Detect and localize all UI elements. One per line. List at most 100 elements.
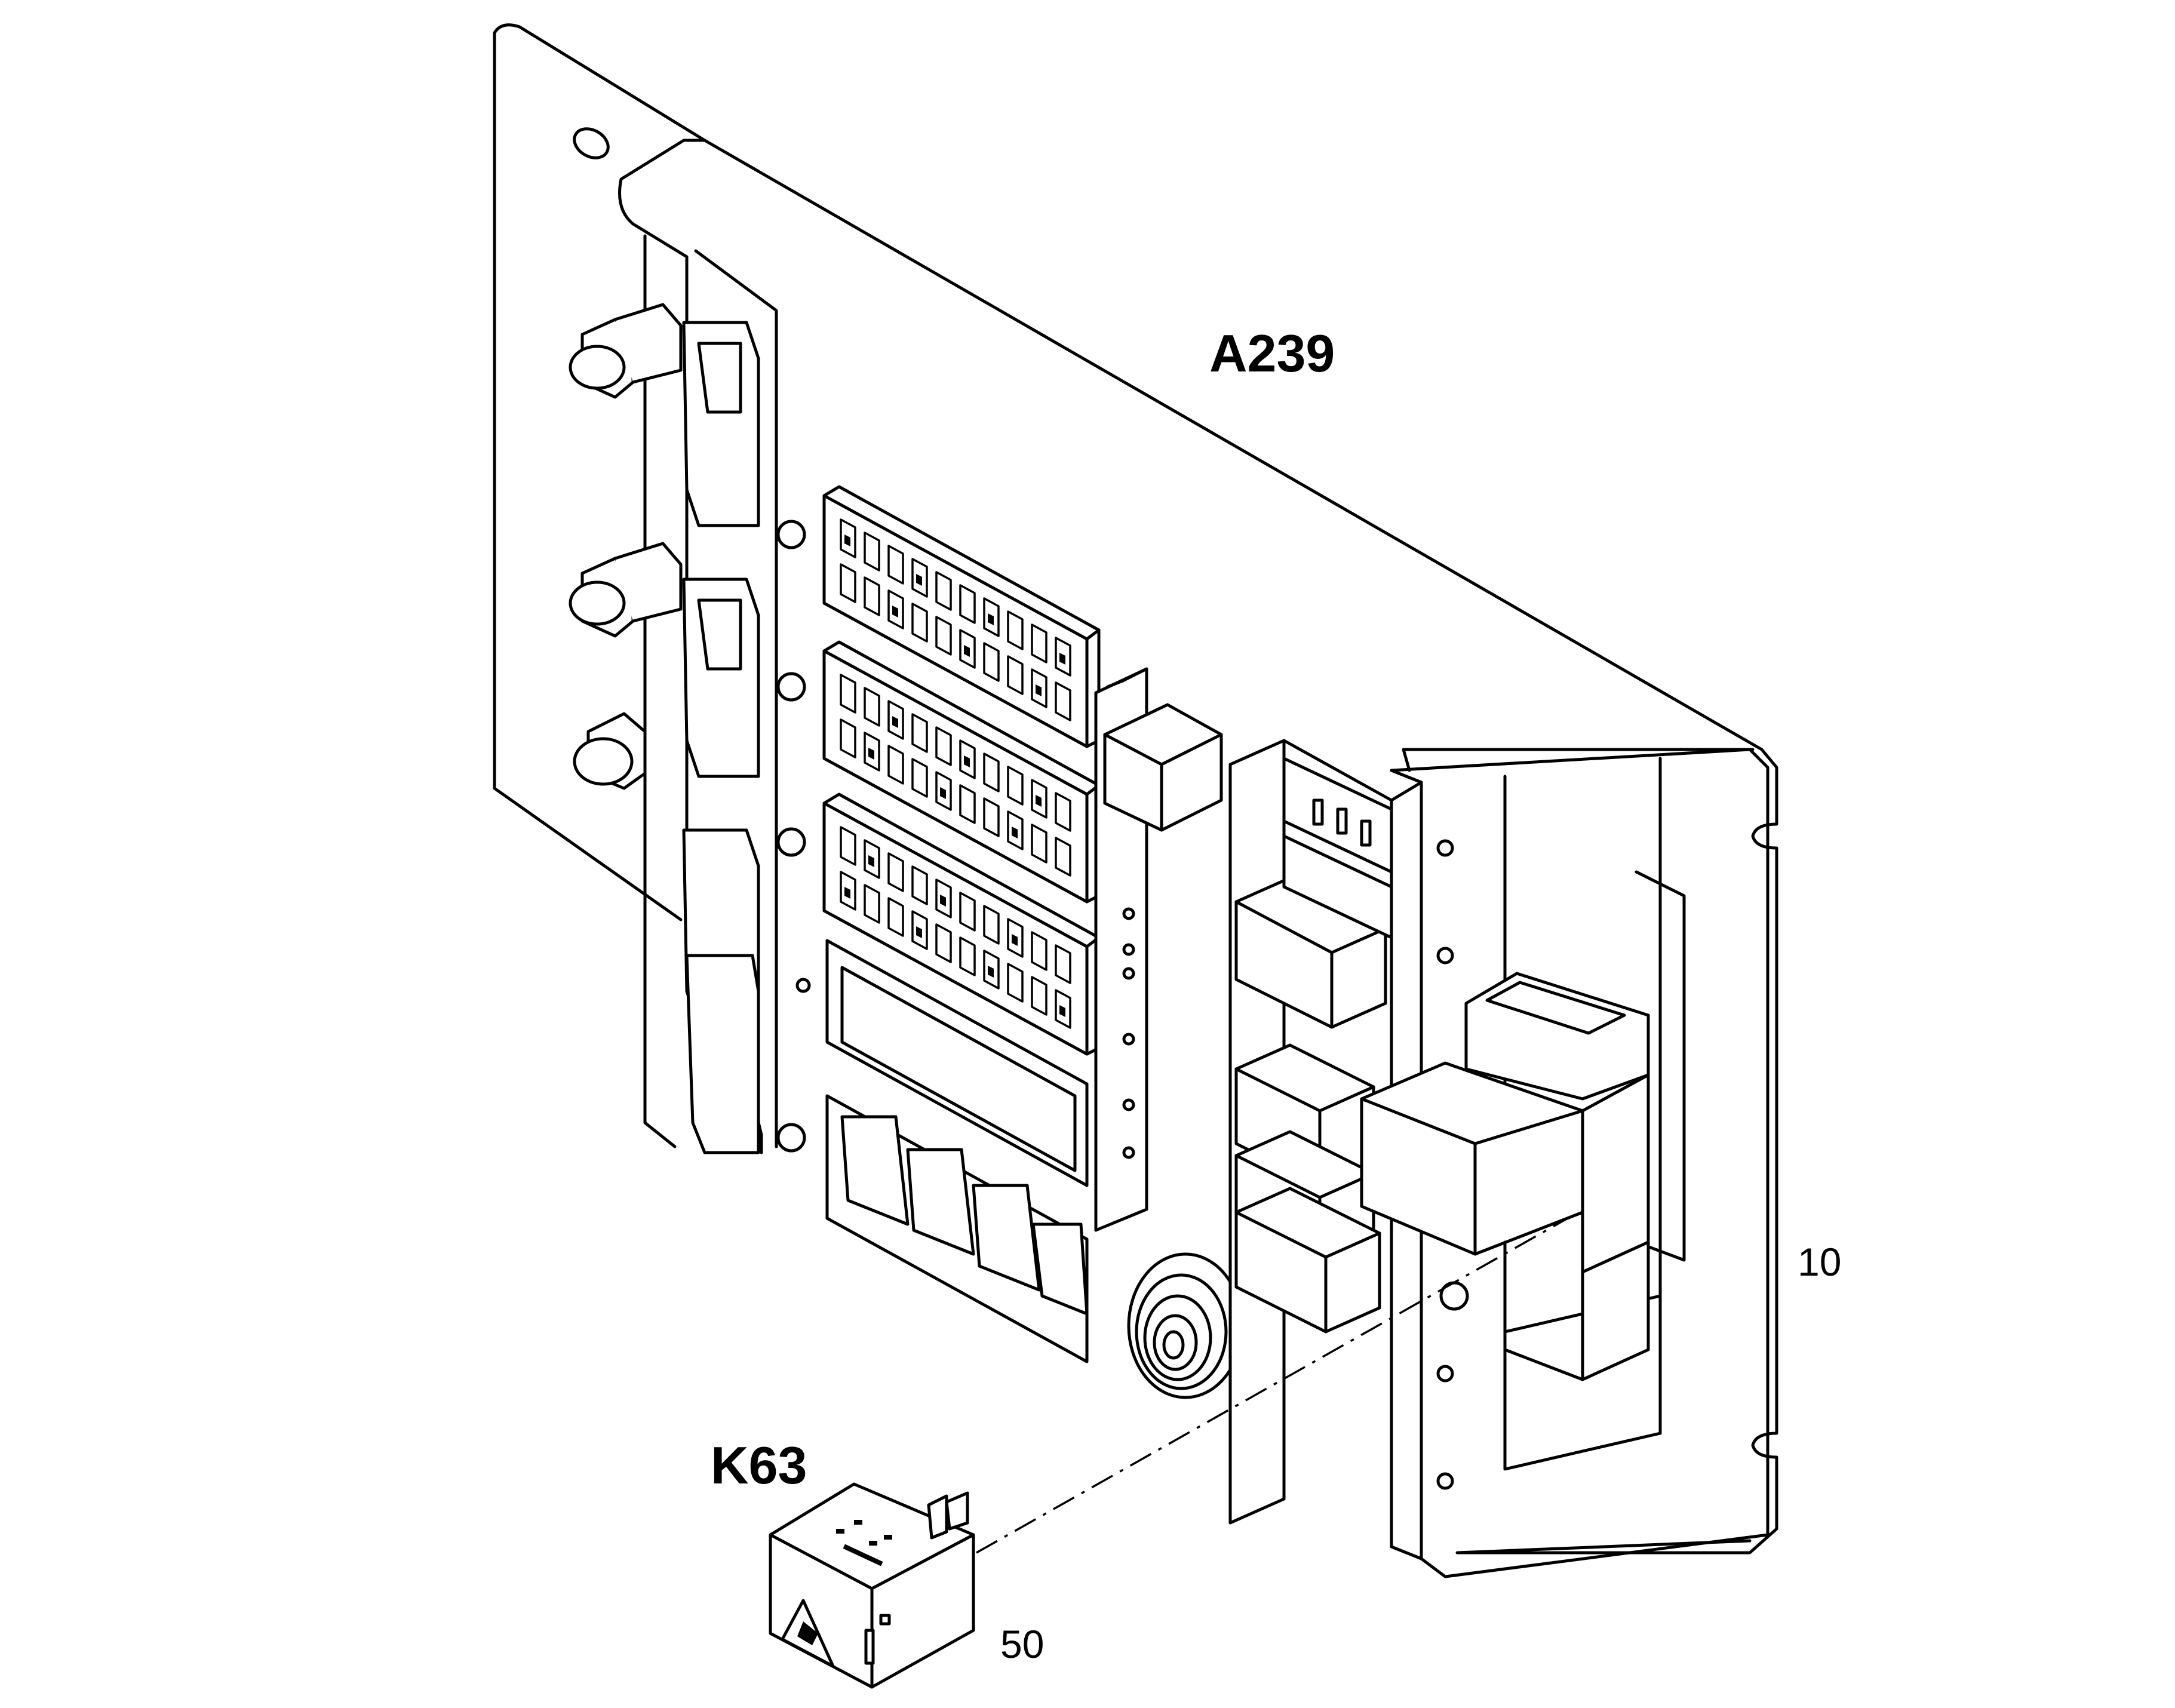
fuse-slot xyxy=(1007,810,1024,850)
fuse-contact xyxy=(916,574,922,586)
blank-module xyxy=(825,939,1089,1187)
fuse-contact xyxy=(916,926,922,938)
fuse-slot xyxy=(1055,681,1071,721)
fuse-slot xyxy=(983,752,1000,792)
fuse-contact xyxy=(1036,795,1042,807)
mounting-plate xyxy=(493,23,1778,1555)
fuse-slot xyxy=(935,771,952,811)
fuse-slot xyxy=(887,897,904,937)
stud-terminal-1 xyxy=(569,303,683,399)
panel-screws xyxy=(776,520,811,1153)
fuse-slot xyxy=(911,558,928,598)
fuse-slot xyxy=(959,936,976,976)
fuse-slot xyxy=(1055,792,1071,832)
assembly-label: A239 xyxy=(1209,324,1335,383)
fuse-slot xyxy=(864,732,880,772)
fuse-board-1 xyxy=(822,485,1101,748)
fuse-slot xyxy=(840,871,856,911)
fuse-contact xyxy=(1059,653,1065,665)
warning-triangle-icon xyxy=(781,1599,835,1668)
fuse-slot xyxy=(1007,963,1024,1003)
fuse-contact xyxy=(892,716,898,728)
fuse-slot xyxy=(887,589,904,629)
fuse-contact xyxy=(1012,827,1018,838)
fuse-contact xyxy=(868,748,874,760)
fuse-slot xyxy=(1007,918,1024,958)
relay-k63 xyxy=(769,1482,975,1689)
fuse-slot xyxy=(887,545,904,585)
fuse-slot xyxy=(1055,989,1071,1029)
fuse-slot xyxy=(864,839,880,879)
stud-terminal-2 xyxy=(569,542,683,638)
fuse-slot xyxy=(959,584,976,624)
fuse-contact xyxy=(964,755,970,767)
fuse-contact xyxy=(844,887,850,899)
fuse-slot xyxy=(1031,824,1047,864)
fuse-slot xyxy=(983,797,1000,837)
fuse-contact xyxy=(988,613,994,625)
fuse-contact xyxy=(964,645,970,657)
fuse-slot xyxy=(911,758,928,798)
fuse-slot xyxy=(840,674,856,714)
fuse-slot xyxy=(887,700,904,740)
fuse-slot xyxy=(983,642,1000,682)
fuse-slot xyxy=(959,892,976,932)
fuse-slot xyxy=(864,884,880,924)
bottom-connector-row xyxy=(825,1094,1089,1363)
fuse-slot xyxy=(840,826,856,866)
fuse-slot xyxy=(864,532,880,572)
fuse-slot xyxy=(959,784,976,824)
fuse-board-2 xyxy=(822,640,1101,904)
fuse-slot xyxy=(1007,610,1024,650)
fuse-contact xyxy=(892,606,898,618)
relay-rail xyxy=(1228,739,1393,1525)
fuse-slot xyxy=(887,852,904,892)
vertical-rail xyxy=(1094,667,1223,1232)
fuse-contact xyxy=(1036,684,1042,696)
fuse-contact xyxy=(868,855,874,867)
fuse-slot xyxy=(1031,623,1047,663)
fuse-contact xyxy=(940,895,946,907)
fuse-slot xyxy=(935,571,952,611)
fuse-slot xyxy=(935,878,952,918)
fuse-slot-grid xyxy=(840,518,1071,1029)
mounted-relay xyxy=(1360,972,1650,1381)
fuse-slot xyxy=(1007,766,1024,806)
fuse-contact xyxy=(988,966,994,978)
fuse-slot xyxy=(983,950,1000,990)
fuse-contact xyxy=(1059,1005,1065,1017)
stud-terminal-3 xyxy=(573,712,647,790)
fuse-slot xyxy=(911,910,928,950)
fuse-slot xyxy=(911,603,928,643)
fuse-contact xyxy=(940,787,946,799)
fuse-slot xyxy=(1055,944,1071,984)
fuse-slot xyxy=(959,739,976,779)
fuse-slot xyxy=(935,726,952,766)
item-number-panel: 10 xyxy=(1798,1240,1842,1284)
fuse-slot xyxy=(1031,931,1047,971)
assembly-leader-line xyxy=(976,1217,1568,1554)
fuse-slot xyxy=(1031,976,1047,1016)
fuse-board-3 xyxy=(822,792,1101,1056)
left-connector-column xyxy=(682,321,760,1154)
fuse-slot xyxy=(840,518,856,558)
fuse-slot xyxy=(840,718,856,758)
relay-label: K63 xyxy=(711,1436,807,1495)
buzzer xyxy=(1127,1252,1244,1399)
fuse-contact xyxy=(1012,934,1018,946)
relay-sockets xyxy=(1282,757,1393,939)
fuse-slot xyxy=(911,865,928,905)
fuse-slot xyxy=(935,616,952,656)
fuse-slot xyxy=(1007,655,1024,695)
item-number-relay: 50 xyxy=(1000,1622,1045,1666)
fuse-slot xyxy=(1055,837,1071,877)
fuse-slot xyxy=(864,576,880,616)
fuse-contact xyxy=(844,534,850,546)
mounting-slot xyxy=(573,127,610,159)
fuse-slot xyxy=(983,905,1000,945)
fuse-slot xyxy=(887,745,904,785)
fuse-slot xyxy=(840,563,856,603)
fuse-slot xyxy=(1055,637,1071,677)
fuse-slot xyxy=(911,713,928,753)
